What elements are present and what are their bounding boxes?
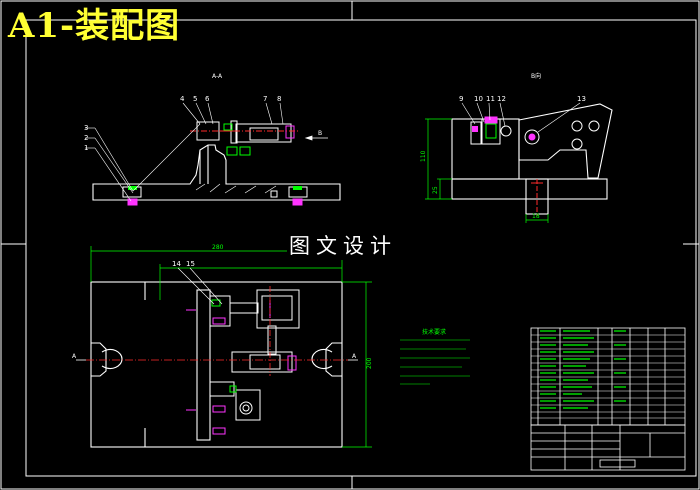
plan-view-clamp	[209, 289, 300, 421]
plan-view-leaders	[177, 267, 223, 305]
parts-list	[530, 327, 686, 426]
part-number-13: 13	[577, 95, 586, 103]
drawing-title: A1-装配图	[8, 6, 181, 46]
dimension-width-plan: 280	[212, 244, 224, 251]
section-mark-right: A	[352, 353, 357, 360]
side-view-leaders	[461, 102, 581, 133]
part-number-7: 7	[263, 95, 267, 103]
part-number-14: 14	[172, 260, 181, 268]
title-block	[530, 424, 686, 471]
plan-view-centerlines	[86, 286, 348, 376]
tech-requirements	[400, 339, 470, 385]
front-view-clamp	[190, 120, 300, 156]
dimension-height-side: 110	[420, 150, 427, 162]
part-number-1: 1	[84, 144, 88, 152]
front-view-leaders	[85, 102, 284, 202]
front-view-base	[92, 144, 341, 201]
part-number-8: 8	[277, 95, 281, 103]
part-number-5: 5	[193, 95, 197, 103]
view-label-front: A-A	[212, 73, 223, 80]
side-view-details	[470, 116, 600, 216]
side-view-body	[451, 103, 613, 215]
plan-view-plate	[90, 281, 343, 448]
arrow-b-label: B	[318, 130, 322, 137]
part-number-9: 9	[459, 95, 463, 103]
view-label-side: B向	[531, 72, 541, 80]
side-view	[425, 102, 613, 223]
part-number-6: 6	[205, 95, 210, 103]
dimension-base-side: 25	[432, 186, 439, 194]
section-mark-left: A	[72, 353, 77, 360]
front-view-hatch	[195, 183, 277, 194]
part-number-4: 4	[180, 95, 185, 103]
tech-requirements-title: 技术要求	[422, 328, 446, 336]
watermark-text: 图文设计	[287, 232, 399, 260]
part-number-12: 12	[497, 95, 506, 103]
parts-list-text-marks	[540, 330, 626, 409]
dimension-slot-side: 18	[532, 213, 540, 220]
parts-list-rows	[531, 334, 685, 419]
front-view	[85, 102, 341, 206]
part-number-11: 11	[486, 95, 495, 103]
dimension-height-plan: 200	[366, 357, 373, 369]
side-view-dimensions	[425, 118, 549, 223]
part-number-10: 10	[474, 95, 483, 103]
plan-view-dimensions	[90, 246, 372, 448]
arrow-b	[304, 135, 328, 141]
part-number-2: 2	[84, 134, 88, 142]
part-number-15: 15	[186, 260, 195, 268]
part-number-3: 3	[84, 124, 88, 132]
front-view-bolts	[122, 186, 308, 206]
plan-view	[76, 246, 372, 448]
